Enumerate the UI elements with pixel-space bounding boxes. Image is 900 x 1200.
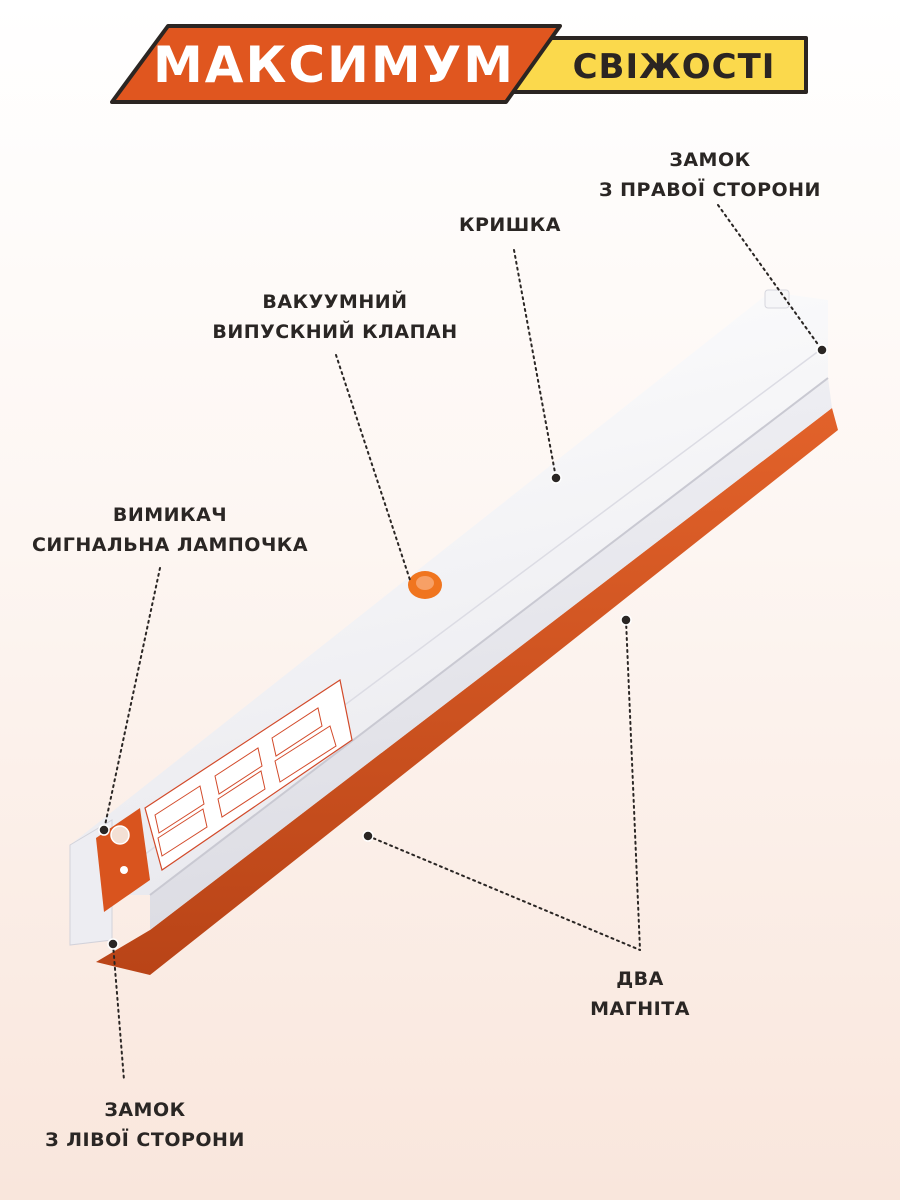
- callout-switch: ВИМИКАЧ СИГНАЛЬНА ЛАМПОЧКА: [10, 500, 330, 560]
- callout-magnets-line1: ДВА: [616, 968, 664, 990]
- leader-magnet-left: [367, 835, 641, 951]
- leader-switch: [103, 567, 161, 831]
- title-banner: МАКСИМУМ СВІЖОСТІ: [110, 24, 808, 104]
- callout-valve: ВАКУУМНИЙ ВИПУСКНИЙ КЛАПАН: [195, 287, 475, 347]
- callout-right-lock-line2: З ПРАВОЇ СТОРОНИ: [599, 179, 821, 201]
- callout-left-lock: ЗАМОК З ЛІВОЇ СТОРОНИ: [20, 1095, 270, 1155]
- callout-lid: КРИШКА: [440, 210, 580, 240]
- control-panel: [96, 808, 150, 912]
- vacuum-sealer: [69, 289, 838, 975]
- callout-switch-line2: СИГНАЛЬНА ЛАМПОЧКА: [31, 534, 309, 556]
- leader-valve: [335, 354, 411, 581]
- callout-valve-line2: ВИПУСКНИЙ КЛАПАН: [212, 321, 458, 343]
- banner-primary-shape: [110, 24, 562, 104]
- leader-magnet-right: [625, 619, 641, 951]
- callout-left-lock-line2: З ЛІВОЇ СТОРОНИ: [45, 1129, 245, 1151]
- dot-magnet-left: [362, 830, 374, 842]
- callout-switch-line1: ВИМИКАЧ: [112, 504, 228, 526]
- dot-lid: [550, 472, 562, 484]
- callout-left-lock-line1: ЗАМОК: [104, 1099, 186, 1121]
- dot-switch: [98, 824, 110, 836]
- leader-lid: [513, 249, 557, 479]
- banner-title-accent: СВІЖОСТІ: [573, 47, 776, 87]
- leader-lines: [103, 204, 823, 1081]
- leader-left-lock: [112, 943, 125, 1081]
- callout-magnets: ДВА МАГНІТА: [570, 964, 710, 1024]
- dot-magnet-right: [620, 614, 632, 626]
- leader-dots: [98, 344, 828, 950]
- callout-right-lock: ЗАМОК З ПРАВОЇ СТОРОНИ: [585, 145, 835, 205]
- dot-right-lock: [816, 344, 828, 356]
- front-panel: [150, 378, 832, 930]
- callout-lid-line1: КРИШКА: [458, 214, 562, 236]
- banner-title-main: МАКСИМУМ: [153, 36, 515, 94]
- lid-seam: [149, 377, 829, 896]
- vacuum-valve-icon: [408, 571, 442, 599]
- instruction-diagram-icon: [154, 707, 337, 857]
- callout-valve-line1: ВАКУУМНИЙ: [262, 291, 408, 313]
- callout-right-lock-line1: ЗАМОК: [669, 149, 751, 171]
- indicator-lamp-icon: [120, 866, 128, 874]
- callout-magnets-line2: МАГНІТА: [590, 998, 690, 1020]
- leader-right-lock: [717, 204, 823, 351]
- dot-left-lock: [107, 938, 119, 950]
- power-button-icon: [110, 825, 130, 845]
- base-strip: [96, 408, 838, 975]
